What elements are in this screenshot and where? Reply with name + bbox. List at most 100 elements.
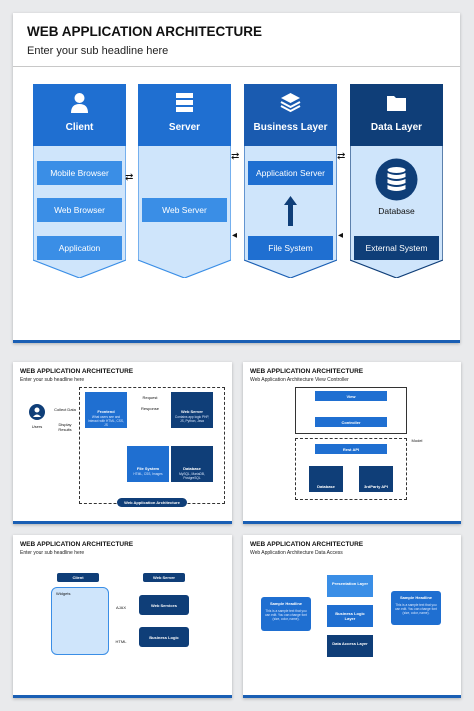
user-icon [33,92,126,114]
application-box[interactable]: Application [37,236,122,260]
file-system-label: File System [136,466,160,471]
client-label: Client [72,575,84,580]
database-box[interactable]: Database [309,466,343,492]
widgets-label: Widgets [56,591,71,596]
server-icon [138,92,231,114]
file-system-desc: HTML, CSS, Images [133,472,163,476]
database-desc: MySQL, MariaDB, PostgreSQL [179,472,205,480]
thumb2-subtitle: Web Application Architecture View Contro… [250,377,349,383]
database-box[interactable]: Database MySQL, MariaDB, PostgreSQL [171,446,213,482]
left-sample-card[interactable]: Sample Headline This is a sample text th… [261,597,311,631]
web-server-label: Web Server [153,575,175,580]
view-controller-frame [295,387,407,434]
column-client-label: Client [65,122,94,133]
rest-api-box[interactable]: Rest API [315,444,387,454]
folder-icon [350,92,443,114]
presentation-layer-box[interactable]: Presentation Layer [327,575,373,597]
response-label: Response [140,406,159,411]
widgets-panel[interactable]: Widgets [51,587,109,655]
thumb3-title: WEB APPLICATION ARCHITECTURE [20,541,134,548]
column-server-header: Server [138,84,231,146]
column-data-label: Data Layer [370,122,423,133]
display-results-label: Display Results [58,422,72,432]
database-label: Database [378,206,415,216]
users-label: Users [31,424,43,429]
controller-label: Controller [341,420,361,425]
client-header: Client [57,573,99,582]
thumb1-title: WEB APPLICATION ARCHITECTURE [20,368,134,375]
column-data-layer[interactable]: Data Layer Database External System [350,84,443,278]
model-frame [295,438,407,500]
thumbnail-slide-3[interactable]: WEB APPLICATION ARCHITECTURE Enter your … [13,535,232,698]
database-label: Database [317,484,335,489]
frontend-desc: What users see and interact with HTML, C… [88,415,124,427]
thumb4-title: WEB APPLICATION ARCHITECTURE [250,541,364,548]
slide-accent-bar [243,695,461,698]
rest-api-label: Rest API [342,447,360,452]
thumbnail-slide-2[interactable]: WEB APPLICATION ARCHITECTURE Web Applica… [243,362,461,524]
right-sample-text: This is a sample text that you can edit.… [395,603,437,615]
left-arrow-icon: ◂ [232,230,238,241]
column-client-header: Client [33,84,126,146]
business-logic-layer-box[interactable]: Business Logic Layer [327,605,373,627]
mobile-browser-box[interactable]: Mobile Browser [37,161,122,185]
column-server[interactable]: Server Web Server [138,84,231,278]
bidirectional-arrow-icon: ⇄ [125,172,134,183]
external-system-box[interactable]: External System [354,236,439,260]
slide-accent-bar [13,695,232,698]
frontend-box[interactable]: Frontend What users see and interact wit… [85,392,127,428]
web-browser-box[interactable]: Web Browser [37,198,122,222]
slide-accent-bar [243,521,461,524]
database-label: Database [183,466,201,471]
thumb2-title: WEB APPLICATION ARCHITECTURE [250,368,364,375]
up-arrow-icon [284,196,297,226]
file-system-box[interactable]: File System [248,236,333,260]
left-sample-headline: Sample Headline [269,601,302,606]
column-server-shape [138,84,231,278]
main-slide[interactable]: WEB APPLICATION ARCHITECTURE Enter your … [13,13,460,343]
column-business-layer[interactable]: Business Layer Application Server File S… [244,84,337,278]
controller-box[interactable]: Controller [315,417,387,427]
column-server-label: Server [168,122,201,133]
web-server-header: Web Server [143,573,185,582]
slide-accent-bar [13,340,460,343]
business-logic-label: Business Logic [149,635,179,640]
thumbnail-slide-4[interactable]: WEB APPLICATION ARCHITECTURE Web Applica… [243,535,461,698]
column-business-label: Business Layer [253,122,328,133]
view-label: View [346,394,356,399]
database-icon [375,158,418,201]
application-server-box[interactable]: Application Server [248,161,333,185]
business-logic-layer-label: Business Logic Layer [335,611,365,621]
web-services-label: Web Services [151,603,177,608]
request-label: Request [142,395,158,400]
page-subtitle: Enter your sub headline here [27,45,169,57]
web-server-box[interactable]: Web Server Contains app logic PHP, JS, P… [171,392,213,428]
bidirectional-arrow-icon: ⇄ [337,151,346,162]
page-title: WEB APPLICATION ARCHITECTURE [27,24,262,39]
business-logic-box[interactable]: Business Logic [139,627,189,647]
data-access-layer-label: Data Access Layer [332,641,368,646]
view-box[interactable]: View [315,391,387,401]
ajax-label: AJAX [115,605,126,610]
right-sample-card[interactable]: Sample Headline This is a sample text th… [391,591,441,625]
frontend-label: Frontend [97,409,115,414]
column-business-header: Business Layer [244,84,337,146]
file-system-box[interactable]: File System HTML, CSS, Images [127,446,169,482]
third-party-api-box[interactable]: 3rdParty API [359,466,393,492]
web-services-box[interactable]: Web Services [139,595,189,615]
collect-data-label: Collect Data [54,407,76,412]
right-sample-headline: Sample Headline [399,595,432,600]
footer-pill: Web Application Architecture [117,498,187,507]
title-divider [13,66,460,67]
thumb3-subtitle: Enter your sub headline here [20,550,85,556]
thumbnail-slide-1[interactable]: WEB APPLICATION ARCHITECTURE Enter your … [13,362,232,524]
data-access-layer-box[interactable]: Data Access Layer [327,635,373,657]
html-label: HTML [115,639,127,644]
model-label: Model [411,438,423,443]
web-server-box[interactable]: Web Server [142,198,227,222]
thumb1-subtitle: Enter your sub headline here [20,377,85,383]
column-data-header: Data Layer [350,84,443,146]
footer-label: Web Application Architecture [124,500,180,505]
column-client[interactable]: Client Mobile Browser Web Browser Applic… [33,84,126,278]
web-server-label: Web Server [181,409,203,414]
